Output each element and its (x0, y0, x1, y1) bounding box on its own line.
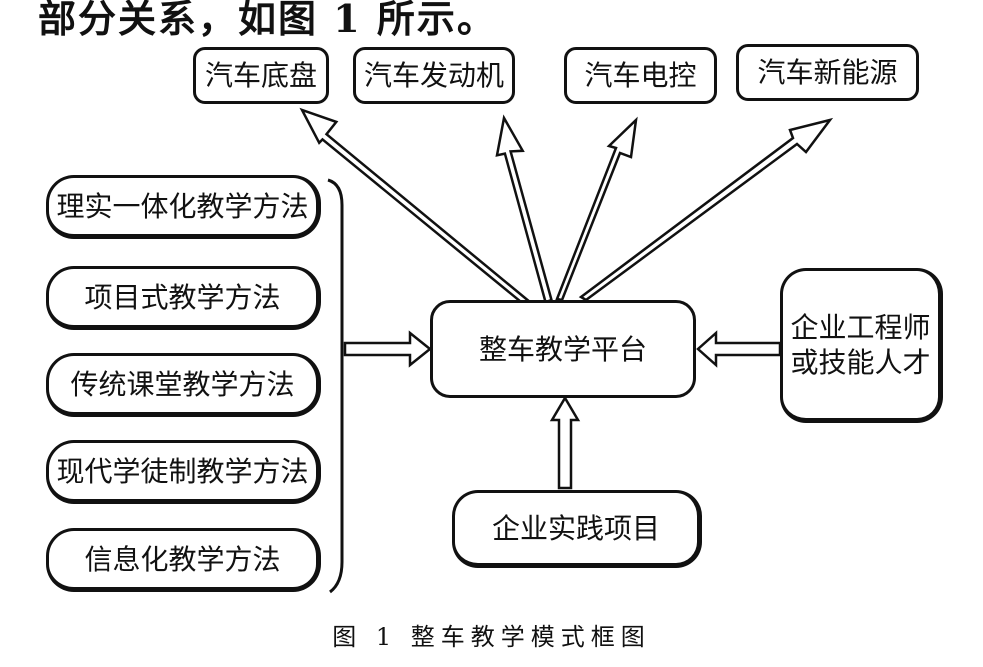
method-project-based: 项目式教学方法 (46, 266, 321, 330)
arrow-methods-to-platform (343, 330, 433, 368)
module-new-energy: 汽车新能源 (736, 44, 919, 101)
arrow-engineer-to-platform (696, 330, 782, 368)
method-traditional-classroom: 传统课堂教学方法 (46, 353, 321, 417)
engineer-line-1: 企业工程师 (790, 310, 931, 344)
method-integrated-theory-practice: 理实一体化教学方法 (46, 175, 321, 239)
figure-caption: 图 1 整车教学模式框图 (332, 623, 651, 651)
arrow-to-engine (495, 114, 554, 304)
method-modern-apprenticeship: 现代学徒制教学方法 (46, 440, 321, 504)
engineer-line-2: 或技能人才 (790, 345, 931, 379)
arrow-to-new-energy (578, 117, 834, 302)
intro-text-fragment: 部分关系，如图 1 所示。 (38, 0, 497, 41)
arrow-project-to-platform (549, 395, 581, 490)
module-electronics: 汽车电控 (564, 47, 717, 104)
module-engine: 汽车发动机 (353, 47, 515, 104)
arrow-to-chassis (299, 107, 530, 306)
module-chassis: 汽车底盘 (193, 47, 329, 104)
center-platform: 整车教学平台 (430, 300, 696, 398)
methods-bracket (327, 178, 344, 594)
engineer-box: 企业工程师 或技能人才 (780, 268, 943, 423)
arrow-to-electronics (555, 116, 638, 302)
method-informatized: 信息化教学方法 (46, 528, 321, 592)
enterprise-project-box: 企业实践项目 (452, 490, 702, 568)
